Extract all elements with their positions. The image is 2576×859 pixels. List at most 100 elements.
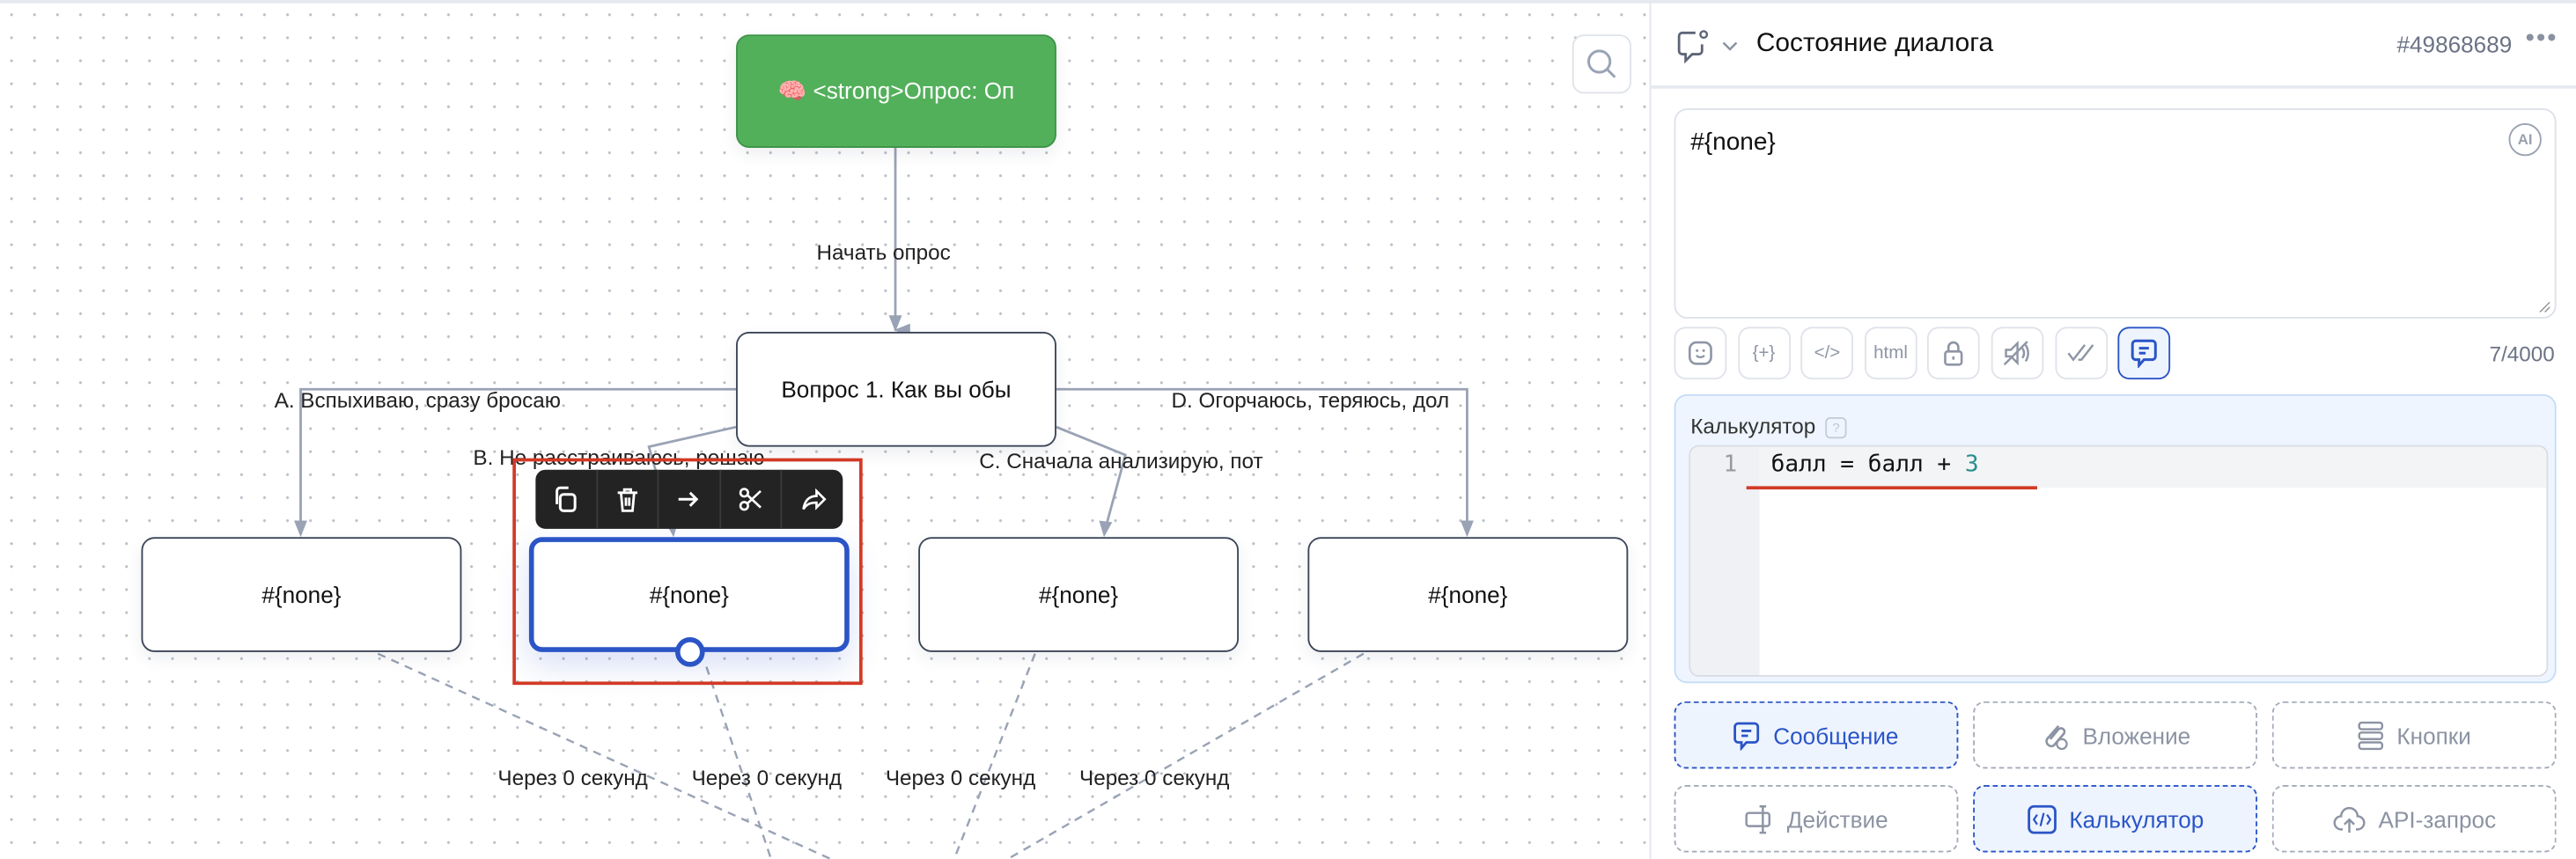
panel-title: Состояние диалога xyxy=(1755,29,1994,58)
variable-button[interactable]: {+} xyxy=(1737,327,1791,380)
resize-handle-icon[interactable] xyxy=(2538,300,2551,313)
delay-label: Через 0 секунд xyxy=(1079,765,1230,790)
code-number: 3 xyxy=(1964,452,1979,479)
add-buttons-button[interactable]: Кнопки xyxy=(2271,701,2557,769)
arrow-a xyxy=(294,520,307,538)
message-icon xyxy=(1733,721,1760,750)
answer-node-label: #{none} xyxy=(1428,581,1508,608)
calculator-section: Калькулятор? 1 балл = балл + 3 xyxy=(1674,393,2557,684)
calculator-title: Калькулятор xyxy=(1690,414,1816,439)
active-line xyxy=(1759,446,2547,488)
search-icon xyxy=(1587,49,1616,78)
ai-icon[interactable]: AI xyxy=(2508,122,2542,157)
edge-label-d: D. Огорчаюсь, теряюсь, дол xyxy=(1171,387,1450,413)
mute-icon xyxy=(2003,341,2029,366)
copy-button[interactable] xyxy=(535,469,598,529)
action-label: Сообщение xyxy=(1773,722,1899,749)
edge-label-start: Начать опрос xyxy=(816,239,951,265)
edge-label-a: A. Вспыхиваю, сразу бросаю xyxy=(274,387,561,413)
action-label: Кнопки xyxy=(2396,722,2471,749)
link-button[interactable] xyxy=(659,469,721,529)
edge-label-b: B. Не расстраиваюсь, решаю xyxy=(473,444,765,470)
code-button[interactable]: </> xyxy=(1800,327,1854,380)
html-button[interactable]: html xyxy=(1864,327,1917,380)
answer-node-label: #{none} xyxy=(1039,581,1119,608)
code-line: балл = балл + 3 xyxy=(1771,452,1979,478)
action-label: Калькулятор xyxy=(2069,805,2204,833)
answer-node[interactable]: #{none} xyxy=(141,537,462,652)
properties-panel: Состояние диалога #49868689 ••• #{none} … xyxy=(1649,0,2576,859)
copy-icon xyxy=(556,486,578,512)
add-action-button[interactable]: Действие xyxy=(1674,784,1959,853)
connection-handle[interactable] xyxy=(674,637,705,667)
edge-a xyxy=(299,387,737,534)
arrow-start xyxy=(888,315,902,332)
delete-button[interactable] xyxy=(598,469,659,529)
message-text: #{none} xyxy=(1690,128,1776,157)
action-label: Вложение xyxy=(2082,722,2191,749)
search-button[interactable] xyxy=(1571,34,1632,94)
selection-highlight xyxy=(512,458,863,686)
action-icon xyxy=(1744,804,1770,833)
attachment-icon xyxy=(2044,724,2067,750)
read-receipt-button[interactable] xyxy=(2054,327,2108,380)
edge-c xyxy=(1056,425,1127,534)
node-id: #49868689 xyxy=(2396,31,2513,58)
scissors-icon xyxy=(739,488,762,511)
arrow-c xyxy=(1099,520,1113,538)
calculator-label: Калькулятор? xyxy=(1690,414,1847,439)
delay-label: Через 0 секунд xyxy=(497,765,648,790)
answer-node[interactable]: #{none} xyxy=(1307,537,1629,652)
buttons-icon xyxy=(2358,720,2383,750)
answer-node-label: #{none} xyxy=(261,581,342,608)
edge-delay-4 xyxy=(1005,652,1365,859)
error-underline xyxy=(1746,486,2037,490)
edge-delay-3 xyxy=(953,653,1036,859)
char-count: 7/4000 xyxy=(2489,341,2555,367)
help-icon[interactable]: ? xyxy=(1825,417,1847,439)
question-node-label: Вопрос 1. Как вы обы xyxy=(781,376,1012,403)
cut-button[interactable] xyxy=(721,469,783,529)
delay-label: Через 0 секунд xyxy=(691,765,843,790)
arrow-right-icon xyxy=(679,491,700,507)
cloud-upload-icon xyxy=(2333,805,2365,833)
line-gutter xyxy=(1690,446,1760,675)
question-node[interactable]: Вопрос 1. Как вы обы xyxy=(736,331,1056,447)
delay-label: Через 0 секунд xyxy=(885,765,1036,790)
edges xyxy=(294,147,1474,859)
node-toolbar xyxy=(535,469,843,529)
double-check-icon xyxy=(2066,344,2094,362)
edge-delay-2 xyxy=(705,666,773,859)
lock-button[interactable] xyxy=(1927,327,1981,380)
code-expression: балл = балл + xyxy=(1770,452,1965,479)
add-api-request-button[interactable]: API-запрос xyxy=(2271,784,2557,853)
share-icon xyxy=(801,488,827,510)
emoji-button[interactable] xyxy=(1674,327,1727,380)
emoji-icon xyxy=(1688,341,1712,365)
edge-label-c: C. Сначала анализирую, пот xyxy=(979,448,1263,474)
line-number: 1 xyxy=(1723,452,1738,479)
message-format-button[interactable] xyxy=(2117,327,2171,380)
calculator-code-editor[interactable]: 1 балл = балл + 3 xyxy=(1689,444,2549,677)
answer-node-selected[interactable]: #{none} xyxy=(528,537,850,652)
panel-header: Состояние диалога #49868689 ••• xyxy=(1651,4,2576,89)
add-calculator-button[interactable]: Калькулятор xyxy=(1973,784,2258,853)
lock-icon xyxy=(1944,341,1964,366)
answer-node[interactable]: #{none} xyxy=(918,537,1240,652)
message-textarea[interactable]: #{none} AI xyxy=(1674,108,2557,319)
edge-d xyxy=(1056,387,1468,534)
more-menu-button[interactable]: ••• xyxy=(2525,24,2558,53)
action-label: API-запрос xyxy=(2378,805,2497,833)
mute-button[interactable] xyxy=(1991,327,2044,380)
add-message-button[interactable]: Сообщение xyxy=(1674,701,1959,769)
chat-state-icon[interactable] xyxy=(1675,28,1711,64)
share-button[interactable] xyxy=(783,470,843,529)
action-label: Действие xyxy=(1786,805,1888,833)
arrow-d xyxy=(1460,520,1474,538)
chevron-down-icon[interactable] xyxy=(1722,40,1739,53)
code-icon xyxy=(2027,804,2056,833)
html-icon: html xyxy=(1873,343,1908,363)
flow-canvas[interactable]: 🧠 <strong>Опрос: Оп Начать опрос Вопрос … xyxy=(0,0,1650,859)
add-attachment-button[interactable]: Вложение xyxy=(1973,701,2258,769)
start-node[interactable]: 🧠 <strong>Опрос: Оп xyxy=(736,34,1056,148)
